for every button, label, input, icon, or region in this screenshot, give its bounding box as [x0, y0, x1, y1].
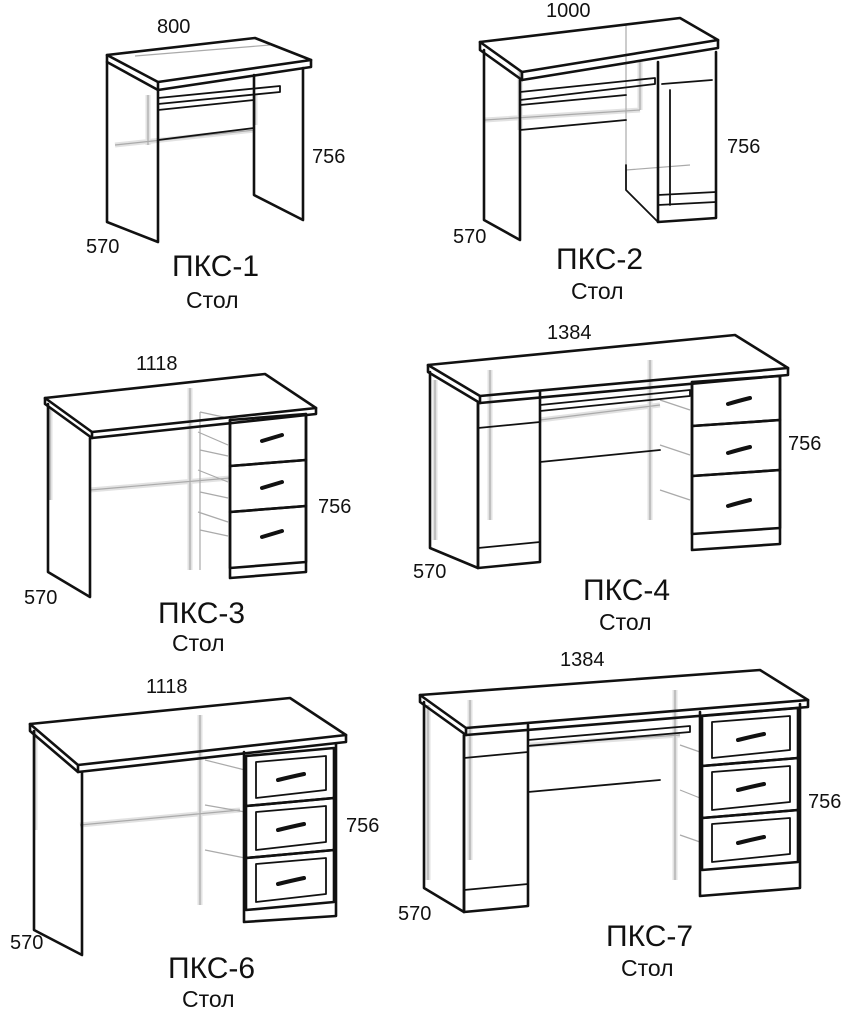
pks1-depth-label: 570 — [86, 236, 120, 258]
pks2-height-label: 756 — [727, 136, 761, 158]
desk-pks7-drawing — [418, 668, 810, 914]
desk-pks2-drawing — [478, 16, 720, 242]
pks1-name: Стол — [186, 287, 239, 313]
pks2-code: ПКС-2 — [556, 243, 644, 276]
pks6-height-label: 756 — [346, 815, 380, 837]
pks2-name: Стол — [571, 278, 624, 304]
pks4-name: Стол — [599, 609, 652, 635]
pks6-depth-label: 570 — [10, 932, 44, 954]
pks3-width-label: 1118 — [136, 353, 178, 375]
pks6-name: Стол — [182, 986, 235, 1012]
pks4-depth-label: 570 — [413, 561, 447, 583]
pks3-depth-label: 570 — [24, 587, 58, 609]
pks1-width-label: 800 — [157, 16, 191, 38]
pks4-height-label: 756 — [788, 433, 822, 455]
pks1-code: ПКС-1 — [172, 250, 260, 283]
pks6-code: ПКС-6 — [168, 952, 256, 985]
pks2-width-label: 1000 — [546, 0, 591, 22]
desk-pks4-drawing — [426, 333, 790, 570]
pks3-code: ПКС-3 — [158, 597, 246, 630]
desk-pks3-drawing — [43, 372, 318, 599]
pks7-depth-label: 570 — [398, 903, 432, 925]
pks7-name: Стол — [621, 955, 674, 981]
pks7-height-label: 756 — [808, 791, 842, 813]
pks6-width-label: 1118 — [146, 676, 188, 698]
desk-pks1-drawing — [105, 36, 313, 244]
pks3-name: Стол — [172, 630, 225, 656]
pks2-depth-label: 570 — [453, 226, 487, 248]
pks7-code: ПКС-7 — [606, 920, 694, 953]
pks3-height-label: 756 — [318, 496, 352, 518]
pks4-code: ПКС-4 — [583, 574, 671, 607]
pks1-height-label: 756 — [312, 146, 346, 168]
pks7-width-label: 1384 — [560, 649, 605, 671]
desk-pks6-drawing — [28, 696, 348, 957]
pks4-width-label: 1384 — [547, 322, 592, 344]
